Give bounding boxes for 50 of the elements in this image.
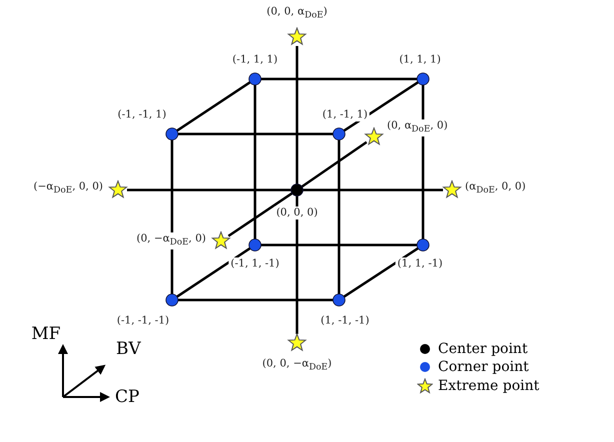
coordinate-label: (1, 1, 1) <box>397 54 443 66</box>
axis-label: BV <box>116 339 141 359</box>
corner-dot <box>332 127 346 141</box>
connector-line <box>343 81 419 132</box>
connector-line <box>296 196 298 334</box>
connector-line <box>127 188 291 192</box>
connector-line <box>303 188 443 192</box>
star-point <box>364 127 384 147</box>
star-point <box>287 333 307 353</box>
legend-label: Center point <box>438 341 528 357</box>
connector-line <box>176 247 251 298</box>
coordinate-label: (0, α$_{DoE}$, 0) <box>385 119 450 137</box>
corner-dot <box>248 72 262 86</box>
corner-dot <box>248 238 262 252</box>
coordinate-label: (1, -1, -1) <box>318 314 372 328</box>
connector-line <box>261 78 417 80</box>
corner-dot <box>416 72 430 86</box>
corner-dot <box>165 293 179 307</box>
connector-line <box>422 85 424 239</box>
connector-line <box>178 132 333 136</box>
axis-label: MF <box>31 324 61 344</box>
connector-line <box>301 141 368 188</box>
star-point <box>211 231 231 251</box>
coordinate-label: (-1, 1, 1) <box>230 54 280 66</box>
star-point <box>442 180 462 200</box>
connector-line <box>228 192 293 238</box>
legend-label: Extreme point <box>438 378 540 394</box>
connector-line <box>343 247 419 298</box>
star-point <box>108 180 128 200</box>
coordinate-label: (1, -1, 1) <box>320 108 370 122</box>
connector-line <box>338 140 340 294</box>
coordinate-label: (-1, -1, -1) <box>114 314 172 328</box>
corner-dot <box>416 238 430 252</box>
coordinate-label: (1, 1, -1) <box>395 258 445 270</box>
coordinate-label: (-1, -1, 1) <box>116 108 168 122</box>
corner-dot <box>165 127 179 141</box>
axis-label: CP <box>115 387 140 407</box>
legend-label: Corner point <box>438 359 529 375</box>
coordinate-label: (0, −α$_{DoE}$, 0) <box>134 232 208 250</box>
coordinate-label: (-1, 1, -1) <box>228 258 282 270</box>
connector-line <box>254 85 256 239</box>
star-point <box>287 27 307 47</box>
corner-dot <box>332 293 346 307</box>
connector-line <box>176 81 251 132</box>
center-dot <box>290 183 304 197</box>
connector-line <box>261 244 417 246</box>
connector-line <box>170 140 174 294</box>
connector-line <box>178 298 333 302</box>
connector-line <box>296 46 298 184</box>
coordinate-label: (0, 0, 0) <box>274 206 320 220</box>
